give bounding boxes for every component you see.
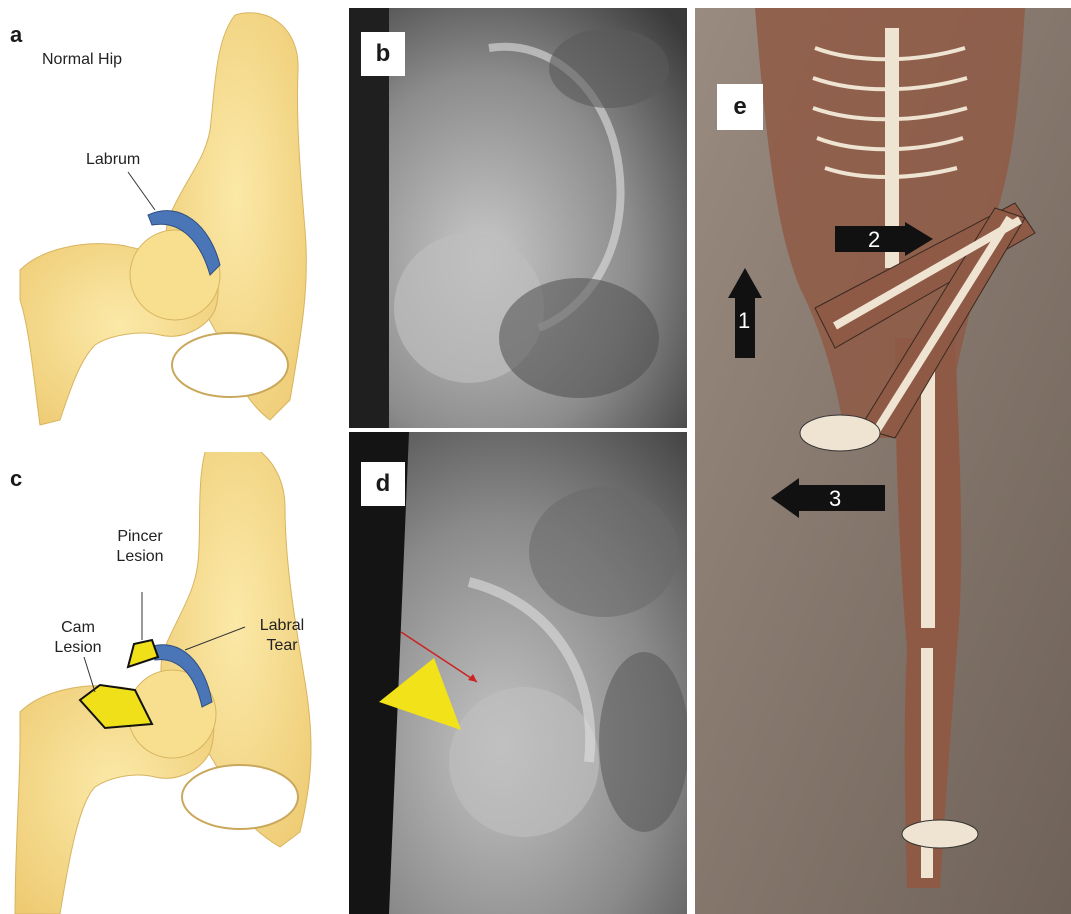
- obturator-foramen-c: [182, 765, 298, 829]
- panel-a-title: Normal Hip: [42, 50, 122, 70]
- panel-letter-d: d: [361, 462, 405, 506]
- standing-femur: [921, 358, 935, 628]
- arrow-label-1: 1: [738, 308, 750, 334]
- obturator-foramen: [172, 333, 288, 397]
- panel-letter-b: b: [361, 32, 405, 76]
- cam-label-line1: Cam: [48, 618, 108, 638]
- panel-a-normal-hip: a Normal Hip Labrum: [0, 0, 345, 430]
- pincer-label-line1: Pincer: [110, 527, 170, 547]
- standing-foot: [902, 820, 978, 848]
- arrow-label-2: 2: [868, 227, 880, 253]
- panel-e-illustration: e 1 2 3: [695, 8, 1071, 914]
- labrum-label: Labrum: [86, 150, 140, 170]
- panel-letter-c: c: [10, 466, 22, 492]
- hip-bone-lesion-illustration: [0, 452, 345, 914]
- panel-letter-e: e: [717, 84, 763, 130]
- panel-b-xray: b: [349, 8, 687, 428]
- pincer-label-line2: Lesion: [110, 547, 170, 567]
- raised-foot: [800, 415, 880, 451]
- tear-label-line1: Labral: [252, 616, 312, 636]
- femoral-head-xray-d: [449, 687, 599, 837]
- body-illustration: [695, 8, 1071, 914]
- arrow-label-3: 3: [829, 486, 841, 512]
- cam-label-line2: Lesion: [48, 638, 108, 658]
- panel-letter-a: a: [10, 22, 22, 48]
- panel-c-fai-hip: c Pincer Lesion Cam Lesion Labral Tear: [0, 452, 345, 914]
- panel-d-xray: d: [349, 432, 687, 914]
- labrum-pointer: [128, 172, 155, 210]
- pincer-lesion-shape: [128, 640, 158, 667]
- tear-label-line2: Tear: [252, 636, 312, 656]
